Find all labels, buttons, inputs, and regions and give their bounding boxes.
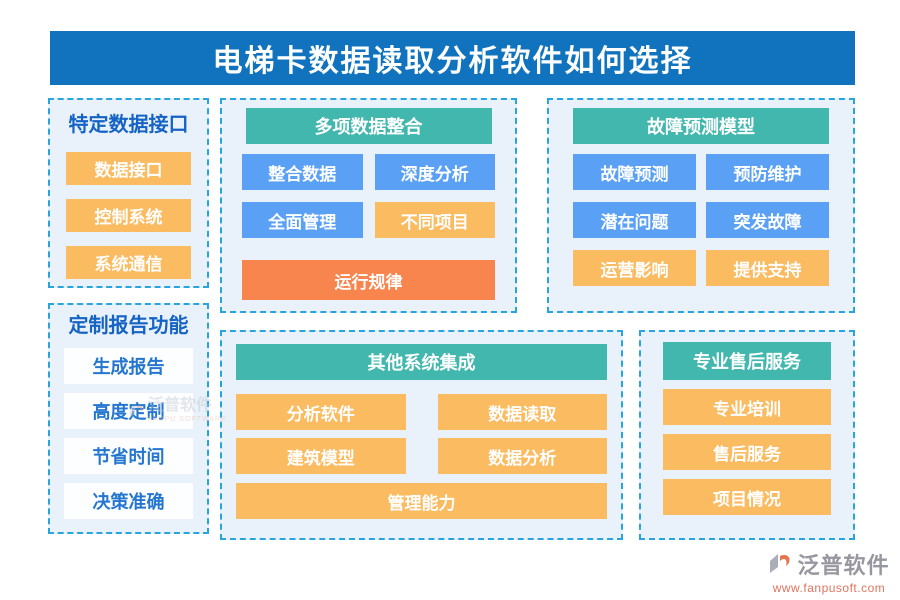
section-header: 专业售后服务 [663, 342, 831, 380]
section-custom-reports: 定制报告功能 生成报告 高度定制 节省时间 决策准确 [48, 303, 209, 534]
feature-block: 项目情况 [663, 479, 831, 515]
feature-block: 数据分析 [437, 438, 607, 474]
brand-name: 泛普软件 [797, 553, 890, 578]
section-specific-data-interface: 特定数据接口 数据接口 控制系统 系统通信 [48, 98, 209, 288]
feature-block: 控制系统 [66, 199, 191, 232]
section-header: 故障预测模型 [573, 108, 829, 144]
feature-block: 高度定制 [64, 393, 193, 429]
brand-url: www.fanpusoft.com [772, 581, 886, 595]
section-after-sales-service: 专业售后服务 专业培训 售后服务 项目情况 [639, 330, 855, 540]
feature-block: 管理能力 [236, 483, 607, 519]
feature-block: 数据接口 [66, 152, 191, 185]
section-header: 特定数据接口 [68, 114, 189, 136]
feature-block: 突发故障 [706, 202, 829, 238]
feature-block: 专业培训 [663, 389, 831, 425]
feature-block: 提供支持 [706, 250, 829, 286]
section-fault-prediction: 故障预测模型 故障预测 预防维护 潜在问题 突发故障 运营影响 提供支持 [547, 98, 855, 313]
feature-block: 决策准确 [64, 483, 193, 519]
feature-block: 预防维护 [706, 154, 829, 190]
section-system-integration: 其他系统集成 分析软件 数据读取 建筑模型 数据分析 管理能力 [220, 330, 623, 540]
section-header: 其他系统集成 [236, 344, 607, 380]
feature-block: 整合数据 [242, 154, 363, 190]
feature-block: 故障预测 [573, 154, 696, 190]
feature-block: 不同项目 [374, 202, 495, 238]
feature-block: 分析软件 [236, 394, 406, 430]
feature-block: 生成报告 [64, 348, 193, 384]
section-data-integration: 多项数据整合 整合数据 深度分析 全面管理 不同项目 运行规律 [220, 98, 517, 313]
feature-block: 运营影响 [573, 250, 696, 286]
feature-block: 潜在问题 [573, 202, 696, 238]
section-header: 多项数据整合 [245, 108, 492, 144]
footer-brand: 泛普软件 www.fanpusoft.com [763, 548, 895, 595]
feature-block: 售后服务 [663, 434, 831, 470]
feature-block: 全面管理 [242, 202, 363, 238]
feature-block: 建筑模型 [236, 438, 406, 474]
section-header: 定制报告功能 [68, 315, 189, 337]
feature-block: 节省时间 [64, 438, 193, 474]
page-title: 电梯卡数据读取分析软件如何选择 [50, 31, 855, 85]
feature-block: 数据读取 [437, 394, 607, 430]
brand-logo-icon [770, 554, 791, 573]
feature-block: 深度分析 [374, 154, 495, 190]
feature-block: 运行规律 [242, 260, 495, 300]
feature-block: 系统通信 [66, 246, 191, 279]
